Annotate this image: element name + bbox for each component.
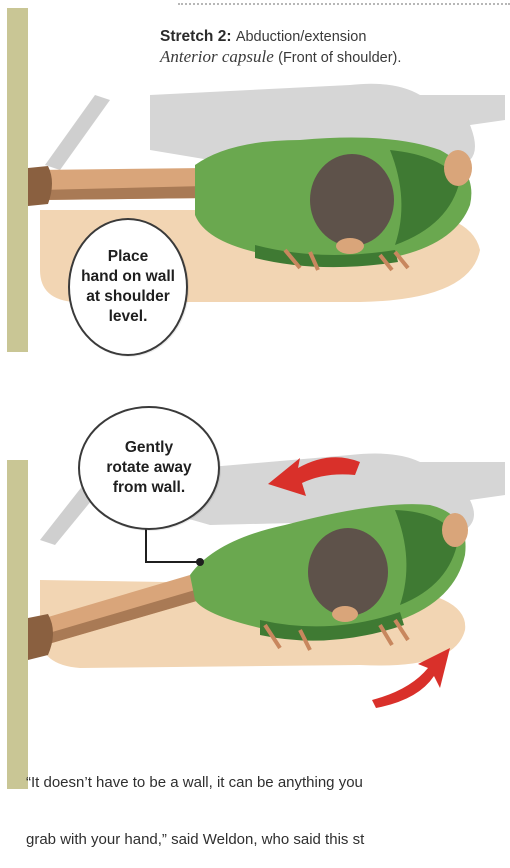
bottom-ear xyxy=(332,606,358,622)
top-head xyxy=(310,154,394,246)
bottom-head xyxy=(308,528,388,616)
instruction-text-place-hand: Place hand on wall at shoulder level. xyxy=(81,247,175,327)
bubble-leader-line xyxy=(146,525,200,562)
top-far-shoulder xyxy=(444,150,472,186)
quote-text-block: “It doesn’t have to be a wall, it can be… xyxy=(26,735,510,868)
bottom-far-shoulder xyxy=(442,513,468,547)
quote-line-1: “It doesn’t have to be a wall, it can be… xyxy=(26,773,510,792)
stretch-illustration xyxy=(0,0,510,789)
top-grey-shadow-arm xyxy=(45,95,110,170)
instruction-text-rotate-away: Gently rotate away from wall. xyxy=(106,438,191,498)
top-hand xyxy=(28,166,52,206)
quote-line-2: grab with your hand,” said Weldon, who s… xyxy=(26,830,510,849)
instruction-bubble-place-hand: Place hand on wall at shoulder level. xyxy=(68,218,188,356)
top-ear xyxy=(336,238,364,254)
instruction-bubble-rotate-away: Gently rotate away from wall. xyxy=(78,406,220,530)
bubble-leader-dot xyxy=(196,558,204,566)
